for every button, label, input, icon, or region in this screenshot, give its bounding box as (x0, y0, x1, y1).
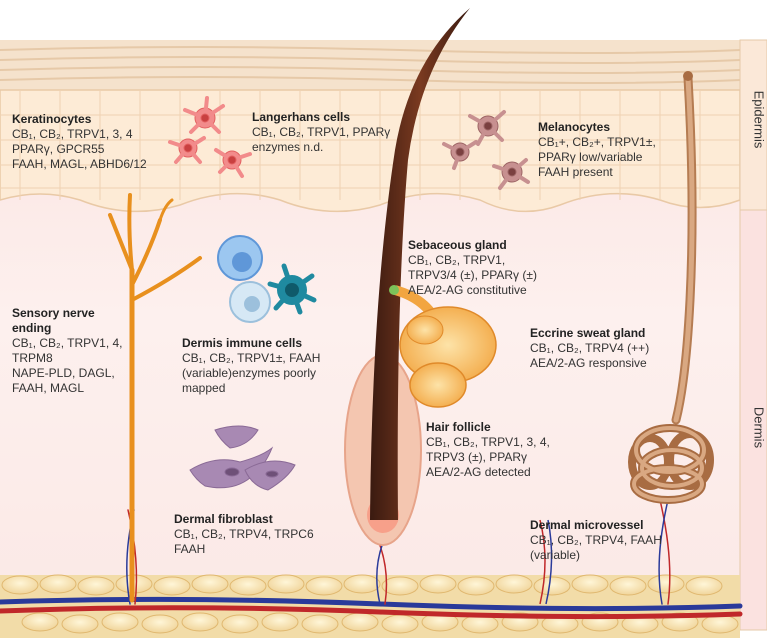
label-line: FAAH present (538, 165, 613, 179)
label-line: AEA/2-AG constitutive (408, 283, 527, 297)
label-line: CB₁, CB₂, TRPV1, 3, 4 (12, 127, 133, 141)
label-langerhans: Langerhans cells CB₁, CB₂, TRPV1, PPARγ … (252, 110, 390, 155)
label-line: CB₁+, CB₂+, TRPV1±, (538, 135, 656, 149)
label-line: FAAH, MAGL (12, 381, 85, 395)
dermal-fibroblasts (189, 425, 296, 491)
label-melanocytes-title: Melanocytes (538, 120, 611, 134)
label-line: TRPM8 (12, 351, 53, 365)
label-microvessel-title: Dermal microvessel (530, 518, 644, 532)
label-line: CB₁, CB₂, TRPV4 (++) (530, 341, 650, 355)
label-line: CB₁, CB₂, TRPV1, PPARγ (252, 125, 391, 139)
label-sensory-nerve-title-line2: ending (12, 321, 52, 335)
label-line: TRPV3/4 (±), PPARγ (±) (408, 268, 537, 282)
side-bar-epidermis (739, 39, 767, 211)
label-line: CB₁, CB₂, TRPV1, (408, 253, 506, 267)
label-line: AEA/2-AG detected (426, 465, 531, 479)
label-dermal-fibroblast: Dermal fibroblast CB₁, CB₂, TRPV4, TRPC6… (174, 512, 314, 557)
label-sebaceous-gland: Sebaceous gland CB₁, CB₂, TRPV1, TRPV3/4… (408, 238, 537, 298)
label-sensory-nerve-title: Sensory nerve (12, 306, 95, 320)
label-line: AEA/2-AG responsive (530, 356, 647, 370)
label-melanocytes: Melanocytes CB₁+, CB₂+, TRPV1±, PPARγ lo… (538, 120, 656, 180)
sensory-nerve (108, 193, 202, 603)
label-line: PPARγ low/variable (538, 150, 643, 164)
label-eccrine-sweat-gland: Eccrine sweat gland CB₁, CB₂, TRPV4 (++)… (530, 326, 649, 371)
label-fibroblast-title: Dermal fibroblast (174, 512, 273, 526)
label-line: CB₁, CB₂, TRPV1±, FAAH (182, 351, 321, 365)
label-line: CB₁, CB₂, TRPV4, TRPC6 (174, 527, 314, 541)
epidermis-layer (0, 89, 741, 213)
label-hair-follicle: Hair follicle CB₁, CB₂, TRPV1, 3, 4, TRP… (426, 420, 550, 480)
label-line: enzymes n.d. (252, 140, 324, 154)
label-sensory-nerve: Sensory nerve ending CB₁, CB₂, TRPV1, 4,… (12, 306, 123, 396)
label-hair-follicle-title: Hair follicle (426, 420, 491, 434)
label-line: PPARγ, GPCR55 (12, 142, 105, 156)
hair-follicle (344, 8, 470, 546)
label-immune-cells-title: Dermis immune cells (182, 336, 303, 350)
subcutaneous-fat (0, 574, 740, 638)
label-line: NAPE-PLD, DAGL, (12, 366, 115, 380)
sebaceous-gland (389, 285, 497, 408)
label-line: (variable)enzymes poorly (182, 366, 317, 380)
side-label-epidermis: Epidermis (751, 90, 767, 149)
side-bar-dermis (739, 209, 767, 631)
side-label-dermis: Dermis (751, 406, 767, 449)
label-dermal-microvessel: Dermal microvessel CB₁, CB₂, TRPV4, FAAH… (530, 518, 662, 563)
label-keratinocytes-title: Keratinocytes (12, 112, 92, 126)
label-keratinocytes: Keratinocytes CB₁, CB₂, TRPV1, 3, 4 PPAR… (12, 112, 147, 172)
melanocytes (442, 110, 530, 190)
dermal-microvessel (539, 519, 553, 605)
label-line: CB₁, CB₂, TRPV4, FAAH (530, 533, 662, 547)
label-line: (variable) (530, 548, 581, 562)
label-line: FAAH (174, 542, 206, 556)
label-line: FAAH, MAGL, ABHD6/12 (12, 157, 147, 171)
label-langerhans-title: Langerhans cells (252, 110, 351, 124)
eccrine-sweat-gland (628, 71, 714, 504)
stratum-corneum (0, 40, 741, 90)
dermis-immune-cells (217, 235, 317, 323)
label-line: CB₁, CB₂, TRPV1, 4, (12, 336, 123, 350)
label-line: CB₁, CB₂, TRPV1, 3, 4, (426, 435, 550, 449)
label-eccrine-title: Eccrine sweat gland (530, 326, 646, 340)
blood-vessels (0, 499, 743, 620)
label-immune-cells: Dermis immune cells CB₁, CB₂, TRPV1±, FA… (182, 336, 320, 396)
label-line: mapped (182, 381, 226, 395)
langerhans-cells (168, 96, 252, 178)
label-sebaceous-gland-title: Sebaceous gland (408, 238, 507, 252)
label-line: TRPV3 (±), PPARγ (426, 450, 528, 464)
